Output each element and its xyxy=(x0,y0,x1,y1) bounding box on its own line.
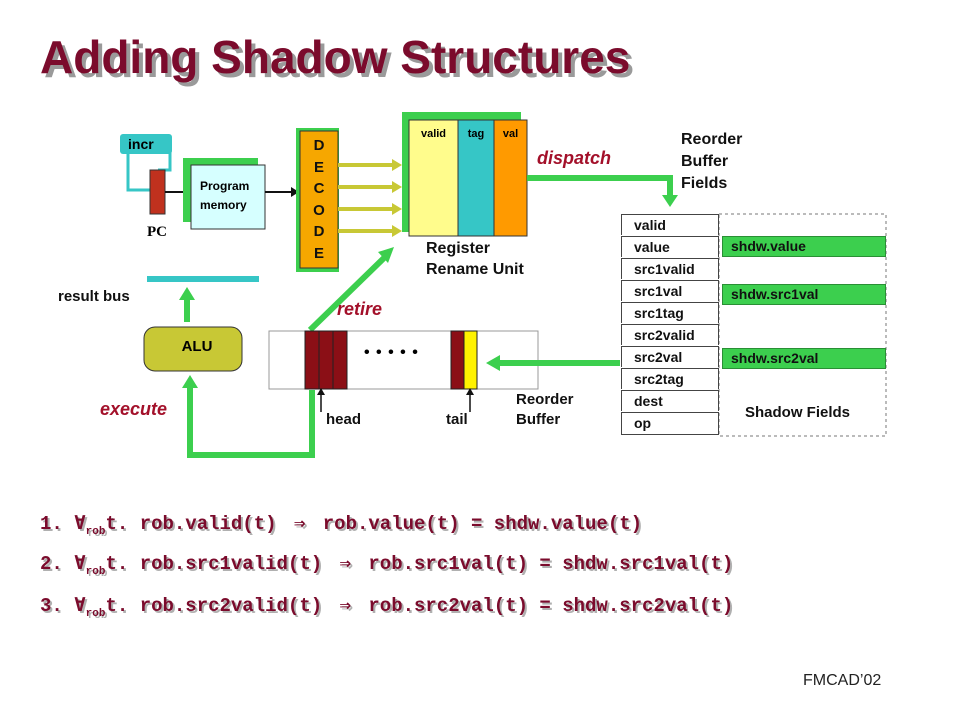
shadow-field-src1val: shdw.src1val xyxy=(722,284,886,305)
rename-val-col xyxy=(493,119,528,237)
rob-field: valid xyxy=(621,214,719,235)
rob-field: op xyxy=(621,412,719,435)
retire-label: retire xyxy=(337,299,383,319)
shadow-field-src2val: shdw.src2val xyxy=(722,348,886,369)
rob-field: dest xyxy=(621,390,719,411)
program-memory-box xyxy=(190,164,266,230)
rename-unit-label: Register Rename Unit xyxy=(426,240,524,278)
rename-tag-col xyxy=(457,119,495,237)
shadow-fields-box xyxy=(718,213,887,437)
rob-field: value xyxy=(621,236,719,257)
decode-label: D E C O D E xyxy=(313,137,325,262)
incr-label: incr xyxy=(128,136,154,152)
page-title: Adding Shadow Structures xyxy=(40,31,631,83)
rename-col-tag: tag xyxy=(467,128,485,140)
shadow-fields-label: Shadow Fields xyxy=(745,404,851,421)
rob-field: src1valid xyxy=(621,258,719,279)
rob-field: src1tag xyxy=(621,302,719,323)
rob-field: src2val xyxy=(621,346,719,367)
rob-field: src2tag xyxy=(621,368,719,389)
program-memory-label: Program memory xyxy=(200,179,250,212)
rename-col-valid: valid xyxy=(420,128,447,140)
head-label: head xyxy=(326,411,362,428)
pc-register xyxy=(149,169,166,215)
rename-valid-col xyxy=(408,119,459,237)
decode-box xyxy=(299,130,339,269)
pc-label: PC xyxy=(147,224,167,240)
alu-label: ALU xyxy=(181,338,213,355)
formula-3: 3. ∀robt. rob.src2valid(t) ⇒ rob.src2val… xyxy=(40,595,734,620)
rob-field: src2valid xyxy=(621,324,719,345)
rename-col-val: val xyxy=(502,128,519,140)
formula-1: 1. ∀robt. rob.valid(t) ⇒ rob.value(t) = … xyxy=(40,513,643,538)
tail-label: tail xyxy=(446,411,468,428)
dispatch-arrow xyxy=(527,175,673,197)
incr-box: incr xyxy=(120,134,172,154)
retire-arrow xyxy=(307,254,388,333)
rob-field: src1val xyxy=(621,280,719,301)
alu-box xyxy=(143,326,243,372)
incr-wire-in xyxy=(126,148,150,192)
reorder-buffer-label: Reorder Buffer xyxy=(516,391,574,428)
result-bus xyxy=(147,276,259,282)
alu-to-bus-arrow xyxy=(179,287,195,300)
formula-2: 2. ∀robt. rob.src1valid(t) ⇒ rob.src1val… xyxy=(40,553,734,578)
execute-arrow xyxy=(187,385,315,458)
shadow-field-value: shdw.value xyxy=(722,236,886,257)
execute-label: execute xyxy=(100,399,168,419)
dispatch-label: dispatch xyxy=(537,148,612,168)
rob-dots: • • • • • xyxy=(364,344,419,361)
footer-label: FMCAD’02 xyxy=(803,672,882,689)
rob-fields-title: Reorder Buffer Fields xyxy=(681,131,743,192)
result-bus-label: result bus xyxy=(58,288,130,305)
